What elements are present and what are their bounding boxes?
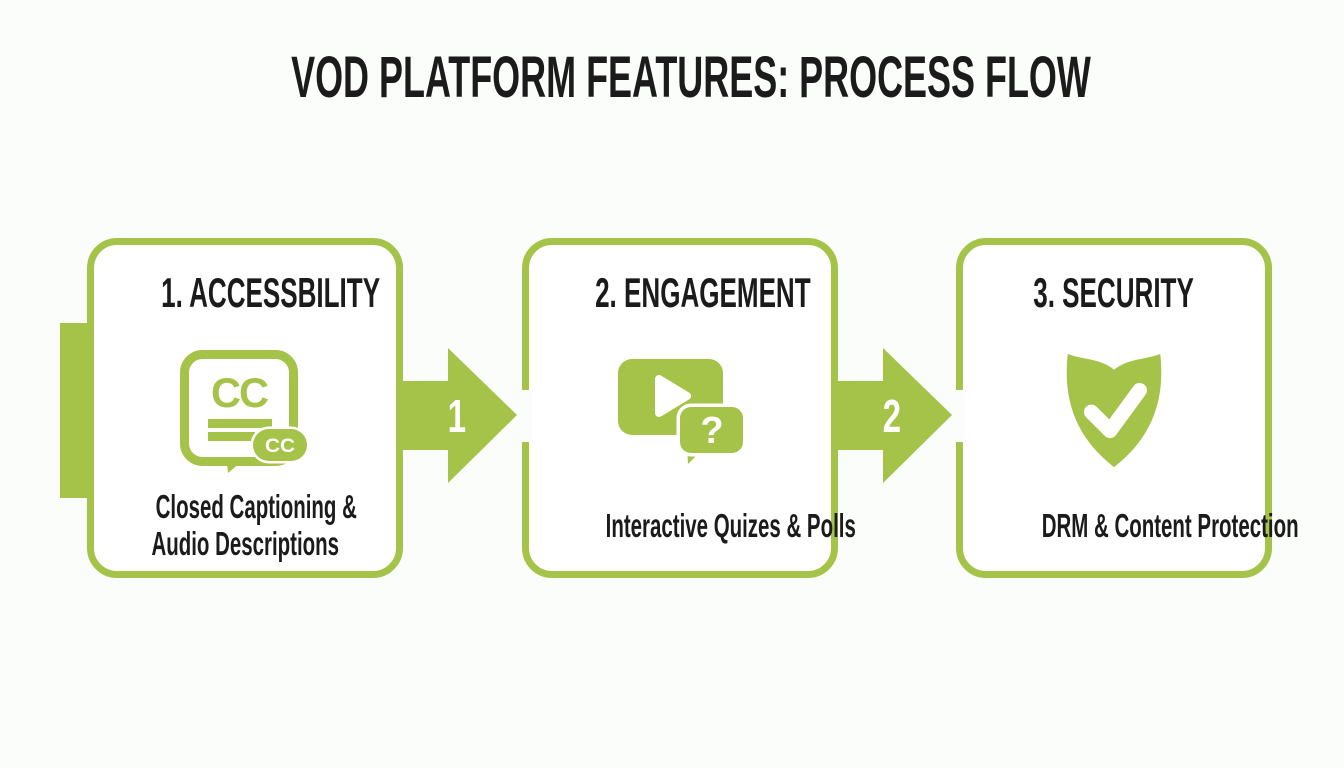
step-subtitle: Closed Captioning & Audio Descriptions	[151, 488, 357, 562]
arrow-number: 1	[447, 389, 466, 442]
page-title: VOD PLATFORM FEATURES: PROCESS FLOW	[0, 45, 1344, 110]
border-notch	[953, 390, 966, 442]
step-icon-wrap: ?	[529, 345, 831, 477]
cc-inner-text: CC	[211, 369, 269, 416]
step-heading: 2. ENGAGEMENT	[595, 269, 811, 316]
step-box-security: 3. SECURITY DRM & Content Protection	[956, 238, 1299, 578]
arrow-shaft	[831, 381, 883, 450]
question-mark-text: ?	[700, 410, 723, 452]
step-box-engagement: 2. ENGAGEMENT ? Interactive Quizes & Pol…	[522, 238, 856, 578]
arrow-shaft	[396, 381, 448, 450]
step-box-accessibility: 1. ACCESSBILITY CC CC Closed Captioning …	[87, 238, 403, 578]
border-notch	[519, 390, 532, 442]
flow-arrow-2: 2	[831, 348, 952, 483]
closed-captions-icon: CC CC	[180, 349, 310, 473]
shield-check-icon	[1066, 353, 1162, 467]
step-subtitle: Interactive Quizes & Polls	[605, 506, 856, 544]
arrow-head	[883, 348, 952, 483]
flow-arrow-1: 1	[396, 348, 517, 483]
cc-badge-text: CC	[265, 436, 295, 457]
page-title-text: VOD PLATFORM FEATURES: PROCESS FLOW	[291, 45, 1091, 110]
video-quiz-icon: ?	[618, 359, 745, 465]
arrow-head	[448, 348, 517, 483]
arrow-number: 2	[882, 389, 901, 442]
step-icon-wrap	[963, 345, 1265, 477]
step-icon-wrap: CC CC	[94, 345, 396, 477]
step-heading: 1. ACCESSBILITY	[161, 269, 381, 316]
flow-start-tab	[60, 323, 90, 498]
step-heading: 3. SECURITY	[1033, 269, 1195, 316]
step-subtitle: DRM & Content Protection	[1041, 506, 1299, 544]
